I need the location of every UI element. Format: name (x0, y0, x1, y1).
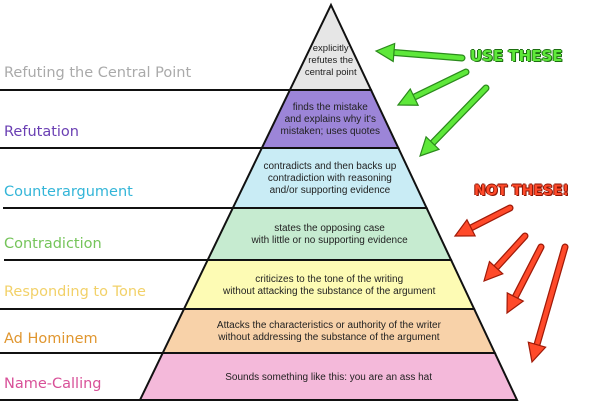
tier-description-line: central point (304, 67, 357, 78)
use-these-callout: USE THESE (470, 47, 563, 65)
tier-description-line: mistaken; uses quotes (280, 126, 381, 137)
level-label-refuting-the-central-point: Refuting the Central Point (4, 65, 192, 81)
tier-description-line: contradiction with reasoning (267, 173, 392, 184)
tier-name-calling (138, 352, 519, 401)
tier-description-line: and explains why it's (284, 114, 376, 125)
tier-description-line: Sounds something like this: you are an a… (225, 371, 433, 383)
red-arrow-icon (453, 204, 514, 237)
level-label-counterargument: Counterargument (4, 184, 133, 200)
red-arrow-icon (527, 243, 569, 364)
green-arrow-icon (396, 68, 470, 106)
tier-description-name-calling: Sounds something like this: you are an a… (179, 372, 479, 384)
tier-description-line: without attacking the substance of the a… (223, 285, 436, 297)
not-these-callout: NOT THESE! (474, 183, 569, 199)
green-arrow-icon (419, 84, 490, 157)
red-arrow-icon (506, 243, 545, 315)
level-label-name-calling: Name-Calling (4, 376, 102, 392)
level-label-ad-hominem: Ad Hominem (4, 331, 98, 347)
tier-description-line: states the opposing case (274, 223, 385, 234)
tier-description-line: finds the mistake (292, 102, 368, 113)
level-label-contradiction: Contradiction (4, 236, 102, 252)
tier-description-line: contradicts and then backs up (263, 161, 397, 172)
tier-description-line: and/or supporting evidence (269, 185, 391, 196)
tier-description-line: without addressing the substance of the … (218, 332, 440, 343)
tier-description-line: Attacks the characteristics or authority… (216, 320, 441, 331)
tier-description-ad-hominem: Attacks the characteristics or authority… (179, 320, 479, 344)
red-arrow-icon (483, 232, 529, 282)
tier-description-line: criticizes to the tone of the writing (255, 273, 404, 285)
tier-description-line: explicitly (312, 43, 349, 54)
level-label-responding-to-tone: Responding to Tone (4, 284, 146, 300)
green-arrow-icon (374, 42, 466, 63)
tier-description-line: with little or no supporting evidence (251, 235, 408, 246)
level-label-refutation: Refutation (4, 124, 79, 140)
tier-description-line: refutes the (308, 55, 354, 66)
